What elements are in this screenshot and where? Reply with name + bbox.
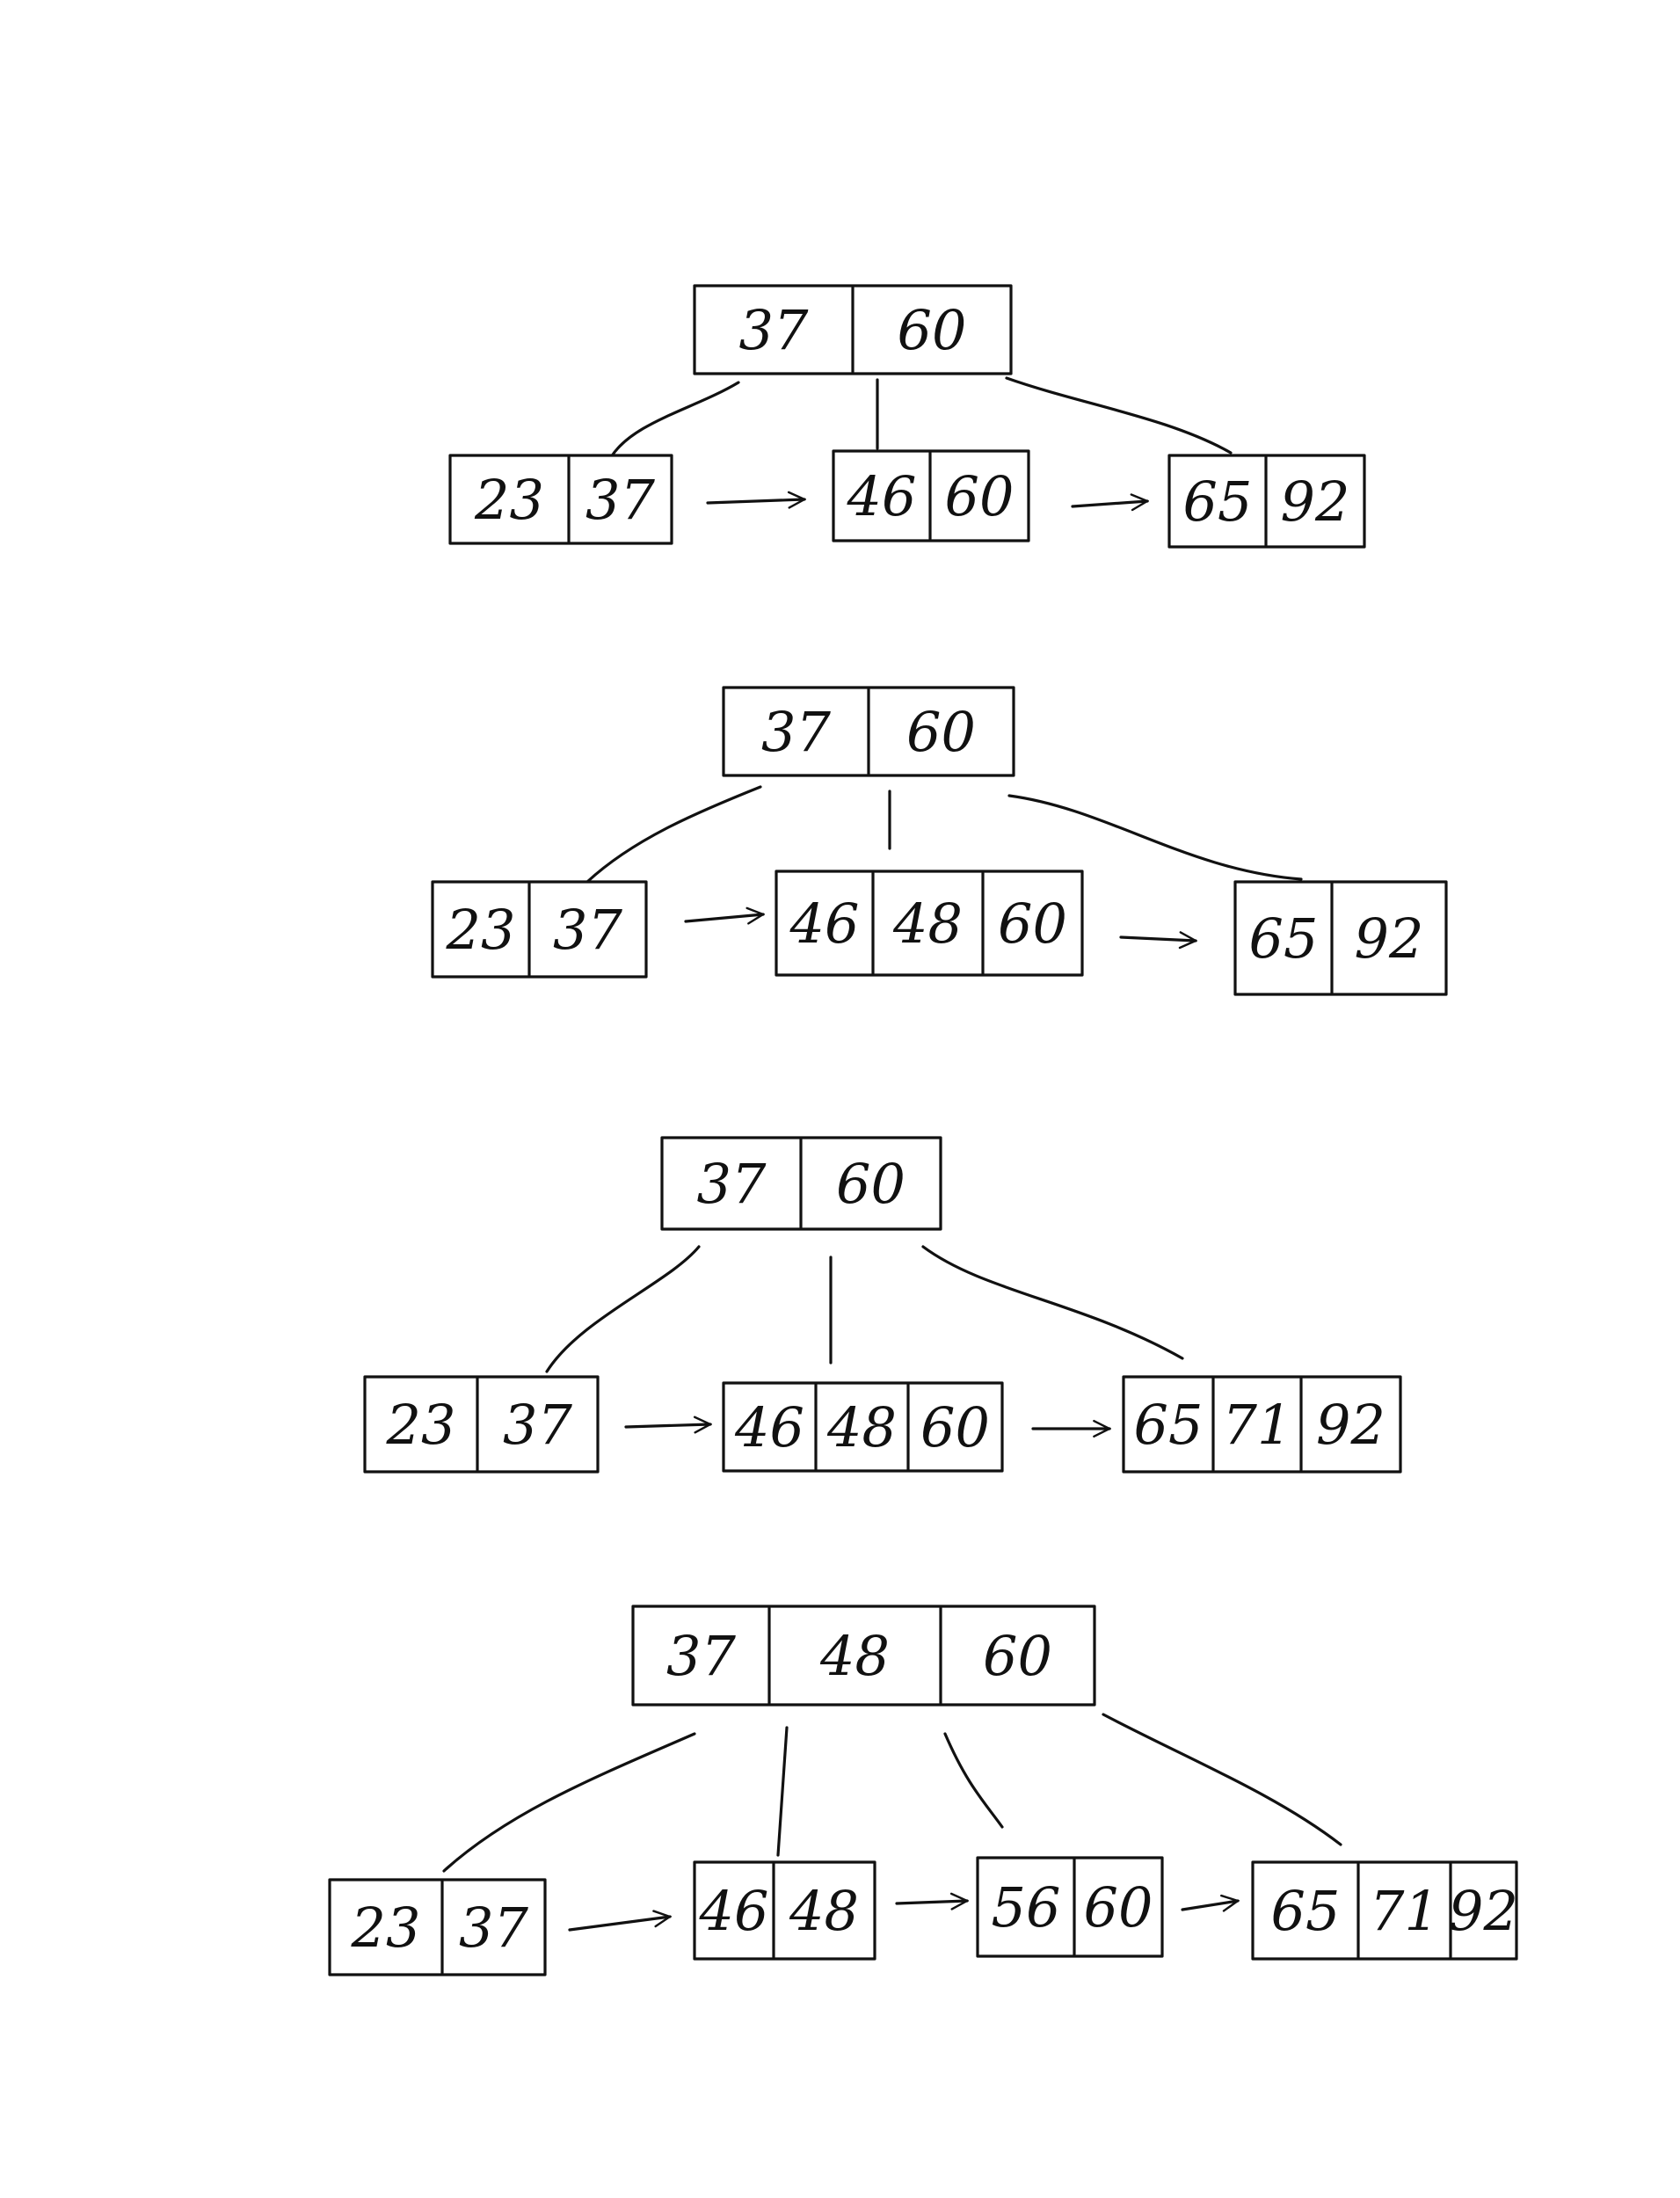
leaf-node-key: 71: [1223, 1393, 1292, 1457]
tree-edge: [545, 1245, 701, 1373]
leaf-node-key: 92: [1355, 906, 1424, 971]
leaf-node-key: 23: [351, 1896, 421, 1960]
leaf-node-box: [363, 1375, 600, 1474]
root-node-box: [631, 1605, 1096, 1707]
leaf-node-key: 60: [1084, 1875, 1153, 1940]
root-node-key: 60: [983, 1624, 1052, 1688]
leaf-node-key: 23: [474, 468, 544, 532]
leaf-node-key: 92: [1281, 469, 1350, 534]
leaf-node: 65 71 92: [1122, 1375, 1402, 1474]
root-node-key: 37: [739, 298, 809, 362]
leaf-node-key: 37: [585, 468, 655, 532]
root-node-key: 48: [819, 1624, 890, 1688]
tree-edge: [1005, 376, 1233, 455]
root-node: 37 48 60: [631, 1605, 1096, 1707]
leaf-node-key: 60: [945, 464, 1015, 528]
leaf-node: 65 92: [1167, 454, 1366, 549]
tree-edge: [776, 1726, 789, 1857]
leaf-node: 23 37: [448, 454, 673, 545]
leaf-node-key: 65: [1134, 1393, 1204, 1457]
leaf-node-box: [1122, 1375, 1402, 1474]
leaf-link-arrow: [1071, 501, 1147, 506]
tree-edge: [609, 381, 740, 459]
leaf-node-box: [722, 1381, 1004, 1473]
leaf-node-box: [328, 1878, 547, 1976]
leaf-node-box: [693, 1860, 876, 1961]
leaf-node-box: [431, 880, 648, 979]
leaf-node-key: 46: [699, 1879, 769, 1943]
leaf-node: 46 60: [832, 449, 1030, 542]
leaf-node-key: 65: [1183, 469, 1253, 534]
tree-stage-3: 37 60 23 37 46 48 60 65 71 92: [363, 1136, 1402, 1474]
tree-edge: [943, 1732, 1004, 1829]
leaf-node-key: 48: [789, 1879, 859, 1943]
tree-stage-1: 37 60 23 37 46 60 65 92: [448, 284, 1366, 549]
tree-edge: [921, 1245, 1184, 1360]
leaf-link-arrow: [1119, 937, 1196, 941]
leaf-node-key: 60: [920, 1395, 990, 1459]
tree-edge: [442, 1732, 696, 1873]
leaf-node-key: 37: [553, 898, 622, 962]
leaf-node-key: 23: [386, 1393, 456, 1457]
root-node-key: 37: [761, 700, 831, 764]
leaf-link-arrow: [1181, 1901, 1238, 1910]
leaf-node-key: 65: [1271, 1879, 1341, 1943]
leaf-node-key: 23: [446, 898, 516, 962]
leaf-link-arrow: [684, 914, 763, 921]
leaf-link-arrow: [624, 1424, 710, 1427]
leaf-node-box: [775, 870, 1084, 977]
leaf-link-arrow: [895, 1901, 967, 1903]
leaf-node: 23 37: [328, 1878, 547, 1976]
tree-edge: [585, 785, 762, 884]
leaf-node: 23 37: [363, 1375, 600, 1474]
leaf-node-key: 71: [1370, 1879, 1439, 1943]
leaf-link-arrow: [568, 1917, 670, 1932]
root-node-key: 60: [898, 298, 967, 362]
leaf-node-key: 48: [826, 1395, 897, 1459]
leaf-node: 56 60: [976, 1856, 1164, 1958]
leaf-node-key: 46: [734, 1395, 804, 1459]
tree-edge: [1102, 1713, 1342, 1846]
leaf-node-key: 37: [503, 1393, 572, 1457]
leaf-node-box: [1251, 1860, 1518, 1961]
root-node: 37 60: [693, 284, 1013, 375]
leaf-node-key: 60: [998, 892, 1067, 956]
leaf-node-key: 37: [459, 1896, 528, 1960]
tree-stage-2: 37 60 23 37 46 48 60 65 92: [431, 686, 1448, 996]
leaf-node-key: 46: [789, 892, 860, 956]
leaf-node: 46 48: [693, 1860, 876, 1961]
leaf-node-key: 65: [1249, 906, 1319, 971]
root-node: 37 60: [660, 1136, 942, 1231]
leaf-node: 46 48 60: [775, 870, 1084, 977]
root-node-key: 37: [666, 1624, 736, 1688]
leaf-node: 23 37: [431, 880, 648, 979]
leaf-link-arrow: [706, 499, 804, 503]
leaf-node-key: 92: [1316, 1393, 1385, 1457]
leaf-node: 65 92: [1233, 880, 1448, 996]
root-node-key: 60: [906, 700, 976, 764]
leaf-node-box: [1233, 880, 1448, 996]
leaf-node-box: [976, 1856, 1164, 1958]
leaf-node-key: 46: [847, 464, 917, 528]
leaf-node-key: 92: [1449, 1879, 1518, 1943]
leaf-node: 46 48 60: [722, 1381, 1004, 1473]
tree-edge: [1007, 794, 1303, 881]
leaf-node-key: 48: [892, 892, 963, 956]
leaf-node-box: [448, 454, 673, 545]
root-node-key: 37: [697, 1152, 767, 1216]
root-node: 37 60: [722, 686, 1015, 777]
root-node-key: 60: [836, 1152, 905, 1216]
leaf-node-key: 56: [992, 1875, 1061, 1940]
